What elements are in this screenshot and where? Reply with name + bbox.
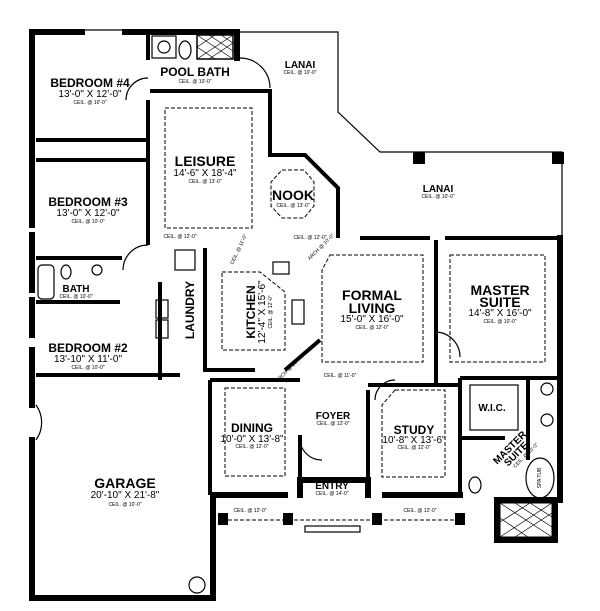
room-wic: W.I.C. xyxy=(478,403,505,414)
room-size: 12'-4" X 15'-6" xyxy=(257,280,268,344)
room-bath: BATH CEIL. @ 10'-0" xyxy=(59,284,92,300)
note: CEIL. @ 12'-0" xyxy=(163,234,196,240)
room-ceiling: CEIL. @ 10'-0" xyxy=(59,294,92,300)
room-name: POOL BATH xyxy=(160,65,230,79)
room-ceiling: CEIL. @ 12'-0" xyxy=(397,445,430,451)
room-ceiling: CEIL. @ 12'-0" xyxy=(355,325,388,331)
room-ceiling: CEIL. @ 10'-0" xyxy=(421,194,454,200)
room-name: FORMAL xyxy=(342,287,402,303)
fixtures xyxy=(37,34,555,594)
room-nook: NOOK CEIL. @ 13'-0" xyxy=(272,187,314,209)
room-lanai-right: LANAI CEIL. @ 10'-0" xyxy=(421,184,454,200)
room-name: LANAI xyxy=(285,60,316,71)
room-name: BATH xyxy=(62,284,89,295)
room-lanai-top: LANAI CEIL. @ 10'-0" xyxy=(283,60,316,76)
room-name: DINING xyxy=(231,421,273,435)
room-formal-living: FORMAL LIVING 15'-0" X 16'-0" CEIL. @ 12… xyxy=(340,287,404,331)
room-name: GARAGE xyxy=(94,475,155,491)
room-name: W.I.C. xyxy=(478,403,505,414)
room-name: BEDROOM #2 xyxy=(48,341,128,355)
room-size: 15'-0" X 16'-0" xyxy=(340,314,404,325)
room-ceiling: CEIL. @ 12'-0" xyxy=(316,421,349,427)
room-name: MASTER xyxy=(470,282,529,298)
room-ceiling: CEIL. @ 10'-0" xyxy=(178,79,211,85)
room-master-bath: MASTER SUITE CEIL. @ 10'-0" xyxy=(491,429,540,470)
room-name: BEDROOM #3 xyxy=(48,195,128,209)
note: CEIL. @ 12'-0" xyxy=(233,508,266,514)
note: CEIL. @ 11'-0" xyxy=(324,373,357,379)
interior-walls xyxy=(36,34,560,495)
room-ceiling: CEIL. @ 10'-0" xyxy=(71,219,104,225)
note: CEIL. @ 12'-0" xyxy=(293,235,326,241)
room-size: 13'-0" X 12'-0" xyxy=(58,89,122,100)
ceiling-notes: CEIL. @ 12'-0" CEIL. @ 12'-0" CEIL. @ 11… xyxy=(163,233,543,514)
room-ceiling: CEIL. @ 12'-0" xyxy=(268,295,274,328)
room-ceiling: CEIL. @ 10'-0" xyxy=(283,70,316,76)
room-study: STUDY 10'-8" X 13'-6" CEIL. @ 12'-0" xyxy=(382,423,446,451)
exterior-walls xyxy=(29,29,563,601)
ceiling-outlines xyxy=(164,107,546,478)
room-ceiling: CEIL. @ 12'-0" xyxy=(235,444,268,450)
room-size: 10'-8" X 13'-6" xyxy=(382,435,446,446)
room-entry: ENTRY CEIL. @ 14'-0" xyxy=(315,481,349,497)
room-name: LEISURE xyxy=(175,153,236,169)
room-ceiling: CEIL. @ 10'-0" xyxy=(108,502,141,508)
room-name: BEDROOM #4 xyxy=(50,76,130,90)
room-dining: DINING 10'-0" X 13'-8" CEIL. @ 12'-0" xyxy=(220,421,284,450)
room-name: FOYER xyxy=(316,411,351,422)
room-name: SUITE xyxy=(479,294,520,310)
room-name: STUDY xyxy=(394,423,435,437)
room-leisure: LEISURE 14'-6" X 18'-4" CEIL. @ 13'-0" xyxy=(173,153,237,185)
room-size: 14'-6" X 18'-4" xyxy=(173,168,237,179)
room-size: 13'-10" X 11'-0" xyxy=(54,354,122,365)
room-bedroom3: BEDROOM #3 13'-0" X 12'-0" CEIL. @ 10'-0… xyxy=(48,195,128,225)
room-name: NOOK xyxy=(272,187,314,203)
room-bedroom2: BEDROOM #2 13'-10" X 11'-0" CEIL. @ 10'-… xyxy=(48,341,128,371)
room-ceiling: CEIL. @ 10'-0" xyxy=(483,319,516,325)
room-ceiling: CEIL. @ 14'-0" xyxy=(315,491,348,497)
room-master-suite: MASTER SUITE 14'-8" X 16'-0" CEIL. @ 10'… xyxy=(468,282,532,325)
room-kitchen: KITCHEN 12'-4" X 15'-6" CEIL. @ 12'-0" xyxy=(244,280,274,344)
room-bedroom4: BEDROOM #4 13'-0" X 12'-0" CEIL. @ 10'-0… xyxy=(50,76,130,106)
note: SPA TUB xyxy=(537,467,543,488)
room-size: 10'-0" X 13'-8" xyxy=(220,434,284,445)
room-size: 20'-10" X 21'-8" xyxy=(91,490,160,501)
room-ceiling: CEIL. @ 10'-0" xyxy=(73,100,106,106)
room-size: 14'-8" X 16'-0" xyxy=(468,308,532,319)
lanai-outline xyxy=(237,31,564,238)
room-name: LIVING xyxy=(349,300,396,316)
room-garage: GARAGE 20'-10" X 21'-8" CEIL. @ 10'-0" xyxy=(91,475,160,508)
room-pool-bath: POOL BATH CEIL. @ 10'-0" xyxy=(160,65,230,85)
room-name: LANAI xyxy=(423,184,454,195)
room-ceiling: CEIL. @ 10'-0" xyxy=(71,365,104,371)
note: CEIL. @ 12'-0" xyxy=(403,508,436,514)
room-foyer: FOYER CEIL. @ 12'-0" xyxy=(316,411,351,427)
room-laundry: LAUNDRY xyxy=(183,281,197,339)
note: CEIL. @ 11'-0" xyxy=(229,233,248,265)
room-name: LAUNDRY xyxy=(183,281,197,339)
doors xyxy=(35,57,461,461)
room-name: KITCHEN xyxy=(244,285,258,338)
room-size: 13'-0" X 12'-0" xyxy=(56,208,120,219)
room-ceiling: CEIL. @ 13'-0" xyxy=(276,203,309,209)
room-ceiling: CEIL. @ 13'-0" xyxy=(188,179,221,185)
room-name: ENTRY xyxy=(315,481,349,492)
